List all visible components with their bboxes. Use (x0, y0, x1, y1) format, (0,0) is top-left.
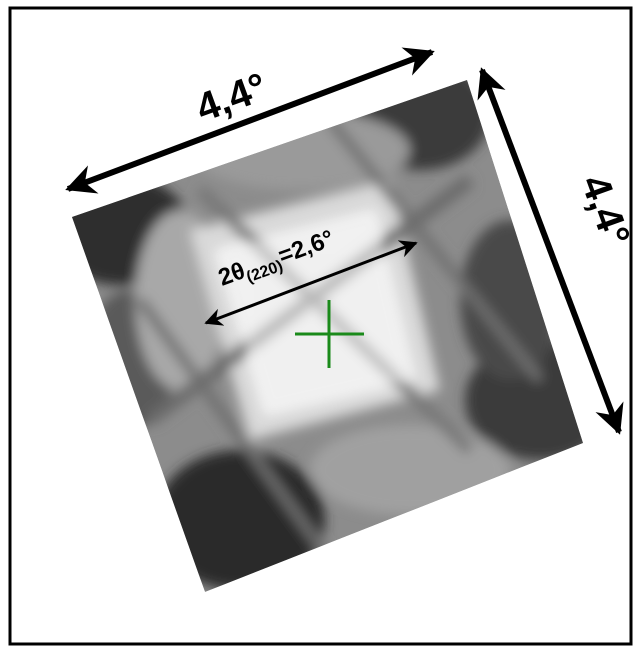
width-label: 4,4° (190, 65, 272, 131)
center-crosshair (295, 300, 364, 368)
height-arrow (477, 67, 624, 435)
bragg-angle-arrow (204, 240, 418, 326)
figure-frame (8, 6, 633, 646)
diffraction-pattern (72, 80, 583, 592)
width-arrow (65, 47, 435, 194)
height-label: 4,4° (572, 169, 638, 251)
